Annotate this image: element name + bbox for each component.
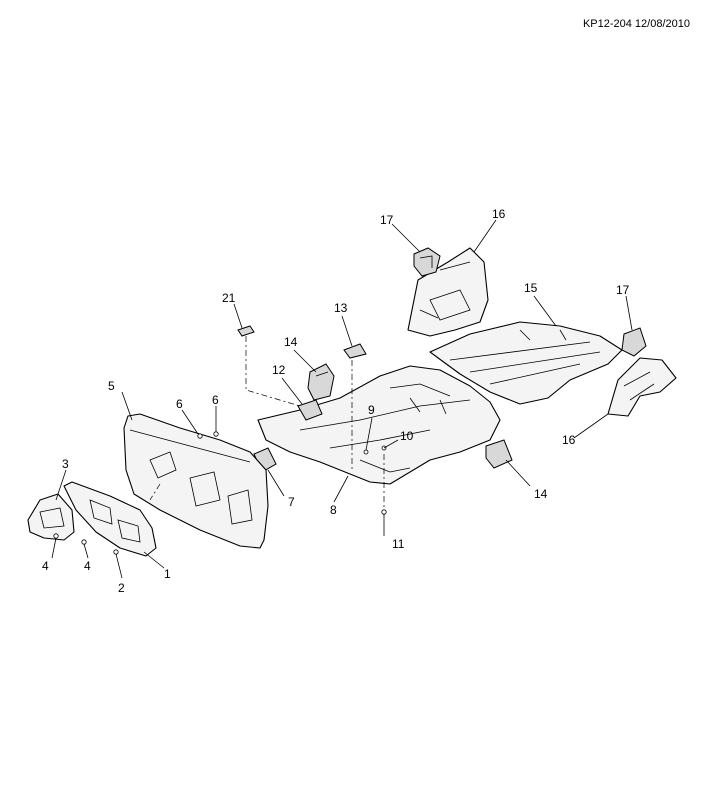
callout-11: 11 — [392, 537, 405, 551]
part-15-rear-floor[interactable] — [429, 321, 623, 405]
part-16-right[interactable] — [607, 357, 677, 417]
fastener-2[interactable] — [113, 549, 119, 555]
part-5-dash-insulator[interactable] — [123, 413, 269, 549]
callout-4b: 4 — [84, 559, 91, 573]
fastener-4b[interactable] — [81, 539, 87, 545]
callout-8: 8 — [330, 503, 337, 517]
callout-13: 13 — [334, 301, 348, 315]
part-12-pad[interactable] — [297, 399, 323, 421]
callout-10: 10 — [400, 429, 414, 443]
part-3-cowl-side[interactable] — [27, 493, 75, 541]
part-14-lower[interactable] — [485, 439, 513, 469]
part-8-front-floor[interactable] — [257, 365, 501, 485]
fastener-6b[interactable] — [213, 431, 219, 437]
part-1-dash-inner[interactable] — [63, 481, 157, 557]
part-17-right[interactable] — [621, 327, 647, 357]
callout-numbers: 3 4 4 2 1 5 6 6 7 8 9 10 11 12 13 14 14 … — [42, 207, 630, 595]
callout-6a: 6 — [176, 397, 183, 411]
fastener-11[interactable] — [381, 509, 387, 515]
callout-16b: 16 — [562, 433, 576, 447]
part-13-clip[interactable] — [343, 343, 367, 359]
leader-lines — [51, 219, 633, 579]
alignment-line-21 — [245, 336, 301, 407]
callout-14b: 14 — [534, 487, 548, 501]
callout-15: 15 — [524, 281, 538, 295]
callout-3: 3 — [62, 457, 69, 471]
fastener-4a[interactable] — [53, 533, 59, 539]
diagram-reference-label: KP12-204 12/08/2010 — [582, 18, 690, 30]
callout-9: 9 — [368, 403, 375, 417]
callout-2: 2 — [118, 581, 125, 595]
fastener-9[interactable] — [363, 449, 369, 455]
callout-17b: 17 — [616, 283, 630, 297]
callout-7: 7 — [288, 495, 295, 509]
part-17-upper[interactable] — [413, 247, 441, 277]
callout-4a: 4 — [42, 559, 49, 573]
callout-12: 12 — [272, 363, 286, 377]
fastener-6a[interactable] — [197, 433, 203, 439]
callout-14a: 14 — [284, 335, 298, 349]
callout-21: 21 — [222, 291, 236, 305]
part-21-clip[interactable] — [237, 325, 255, 337]
callout-6b: 6 — [212, 393, 219, 407]
callout-16a: 16 — [492, 207, 506, 221]
callout-17a: 17 — [380, 213, 394, 227]
callout-5: 5 — [108, 379, 115, 393]
callout-1: 1 — [164, 567, 171, 581]
part-14-upper[interactable] — [307, 363, 335, 401]
alignment-line-5 — [149, 483, 161, 501]
